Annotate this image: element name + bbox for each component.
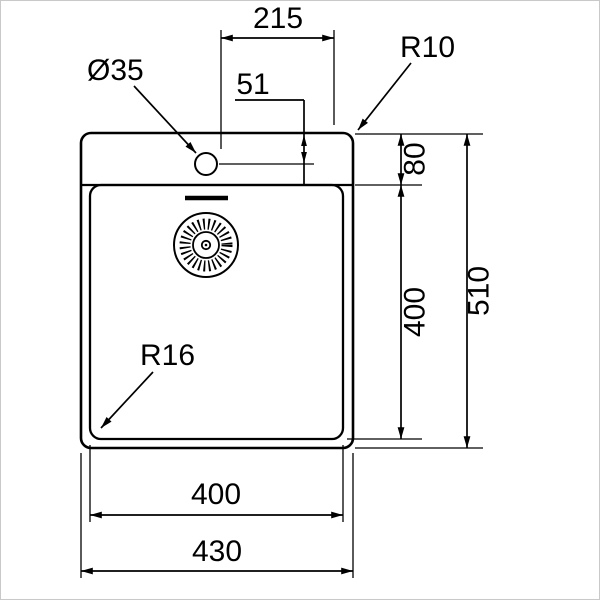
drain xyxy=(173,212,239,278)
drain-outer-ring xyxy=(173,212,239,278)
drain-knurl-ring xyxy=(179,218,233,272)
outer-radius-label: R10 xyxy=(400,31,455,64)
faucet-hole xyxy=(194,152,218,176)
dimension-overall-width: 430 xyxy=(80,453,354,578)
dimension-faucet-offset: 51 xyxy=(219,68,314,185)
drain-center-dot xyxy=(204,243,208,247)
callout-bowl-radius: R16 xyxy=(100,339,195,429)
callout-outer-radius: R10 xyxy=(357,31,455,131)
dim-510-label: 510 xyxy=(463,266,496,316)
dim-400v-label: 400 xyxy=(399,287,432,337)
outer-radius-leader xyxy=(357,62,412,131)
sink-bowl-outline xyxy=(88,183,345,441)
drain-center-hole xyxy=(200,239,212,251)
dim-430-label: 430 xyxy=(192,535,242,568)
sink-body xyxy=(79,131,355,450)
hole-diameter-leader xyxy=(133,85,197,154)
dim-215-label: 215 xyxy=(253,2,303,35)
dimension-overall-height: 510 xyxy=(355,134,496,449)
dimension-bowl-length: 400 xyxy=(347,185,432,440)
hole-diameter-label: Ø35 xyxy=(87,54,144,87)
drain-inner-ring xyxy=(192,231,220,259)
dimension-top-width: 215 xyxy=(220,2,335,149)
dimension-rim-height: 80 xyxy=(355,133,483,186)
bowl-radius-label: R16 xyxy=(140,339,195,372)
dimension-bowl-width: 400 xyxy=(89,445,344,522)
dim-51-arrow-down xyxy=(301,152,307,163)
dim-51-label: 51 xyxy=(236,68,269,101)
dim-51-arrow-up xyxy=(301,135,307,146)
dim-80-label: 80 xyxy=(399,142,432,175)
dim-400b-label: 400 xyxy=(191,478,241,511)
bowl-radius-leader xyxy=(100,371,154,429)
sink-outer-outline xyxy=(79,131,355,450)
callout-hole-diameter: Ø35 xyxy=(87,54,197,154)
